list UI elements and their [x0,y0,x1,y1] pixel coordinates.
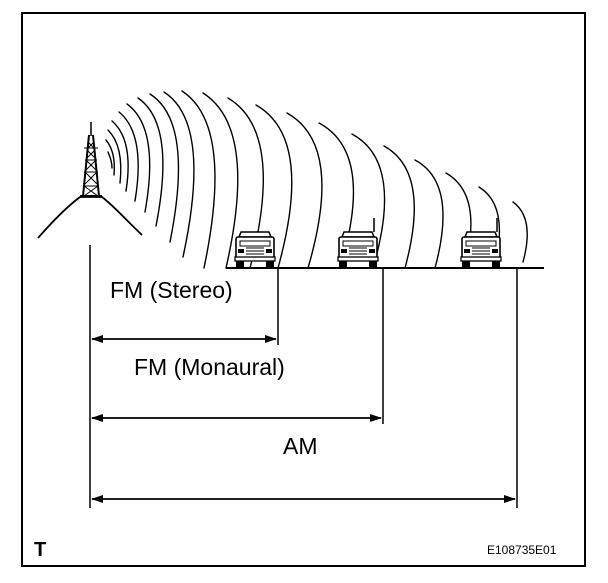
corner-mark: T [34,539,46,561]
car-icon-3 [460,218,502,268]
figure-frame [21,12,586,567]
am-label: AM [283,433,318,459]
hill-terrain [37,196,143,239]
figure-code: E108735E01 [487,543,557,557]
transmission-tower-icon [80,122,102,197]
fm-monaural-label: FM (Monaural) [134,354,285,380]
car-icon-2 [337,218,379,268]
car-icon-1 [234,231,276,268]
fm-stereo-label: FM (Stereo) [110,277,233,303]
